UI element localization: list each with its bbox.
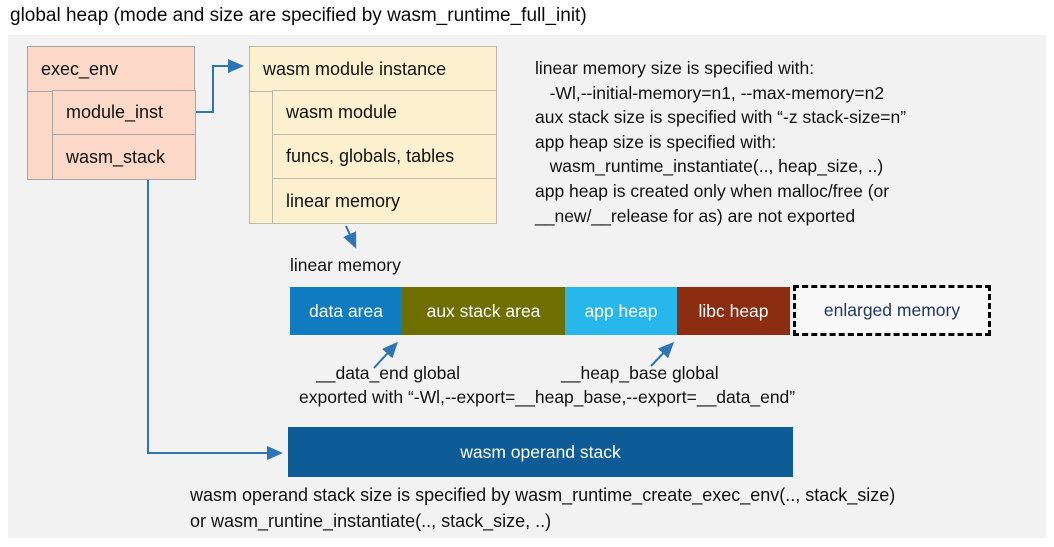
linear-memory-bar: data area aux stack area app heap libc h…: [290, 287, 790, 335]
exported-flags-label: exported with “-Wl,--export=__heap_base,…: [299, 387, 796, 407]
data-end-global-label: __data_end global: [316, 363, 461, 383]
note-line: or wasm_runtine_instantiate(.., stack_si…: [190, 510, 552, 531]
note-line: app heap size is specified with:: [535, 131, 777, 152]
heap-base-global-label: __heap_base global: [561, 363, 719, 383]
notes-operand-stack: wasm operand stack size is specified by …: [190, 483, 895, 534]
diagram-panel: exec_env module_inst wasm_stack wasm mod…: [8, 35, 1046, 538]
arrow-instance-to-linear-memory: [343, 225, 357, 249]
exec-env-field-module-inst: module_inst: [52, 90, 196, 135]
segment-enlarged-memory: enlarged memory: [793, 285, 991, 336]
segment-data-area: data area: [290, 287, 402, 335]
module-instance-field-wasm-module: wasm module: [272, 90, 497, 135]
diagram-title: global heap (mode and size are specified…: [10, 5, 587, 26]
module-instance-title: wasm module instance: [250, 47, 496, 92]
note-line: -Wl,--initial-memory=n1, --max-memory=n2: [535, 82, 885, 103]
note-line: linear memory size is specified with:: [535, 58, 815, 78]
note-line: wasm_runtime_instantiate(.., heap_size, …: [535, 156, 884, 177]
segment-aux-stack-area: aux stack area: [402, 287, 565, 335]
note-line: __new/__release for as) are not exported: [535, 205, 856, 226]
exec-env-title: exec_env: [28, 47, 194, 92]
notes-memory-sizes: linear memory size is specified with: -W…: [535, 56, 906, 228]
linear-memory-label: linear memory: [290, 255, 401, 275]
exec-env-field-wasm-stack: wasm_stack: [52, 134, 196, 180]
module-instance-field-linear-memory: linear memory: [272, 178, 497, 224]
segment-app-heap: app heap: [565, 287, 677, 335]
module-instance-field-funcs-globals-tables: funcs, globals, tables: [272, 134, 497, 179]
note-line: aux stack size is specified with “-z sta…: [535, 107, 907, 128]
wasm-operand-stack-bar: wasm operand stack: [288, 427, 793, 477]
note-line: app heap is created only when malloc/fre…: [535, 180, 890, 201]
segment-libc-heap: libc heap: [677, 287, 790, 335]
note-line: wasm operand stack size is specified by …: [190, 485, 896, 505]
